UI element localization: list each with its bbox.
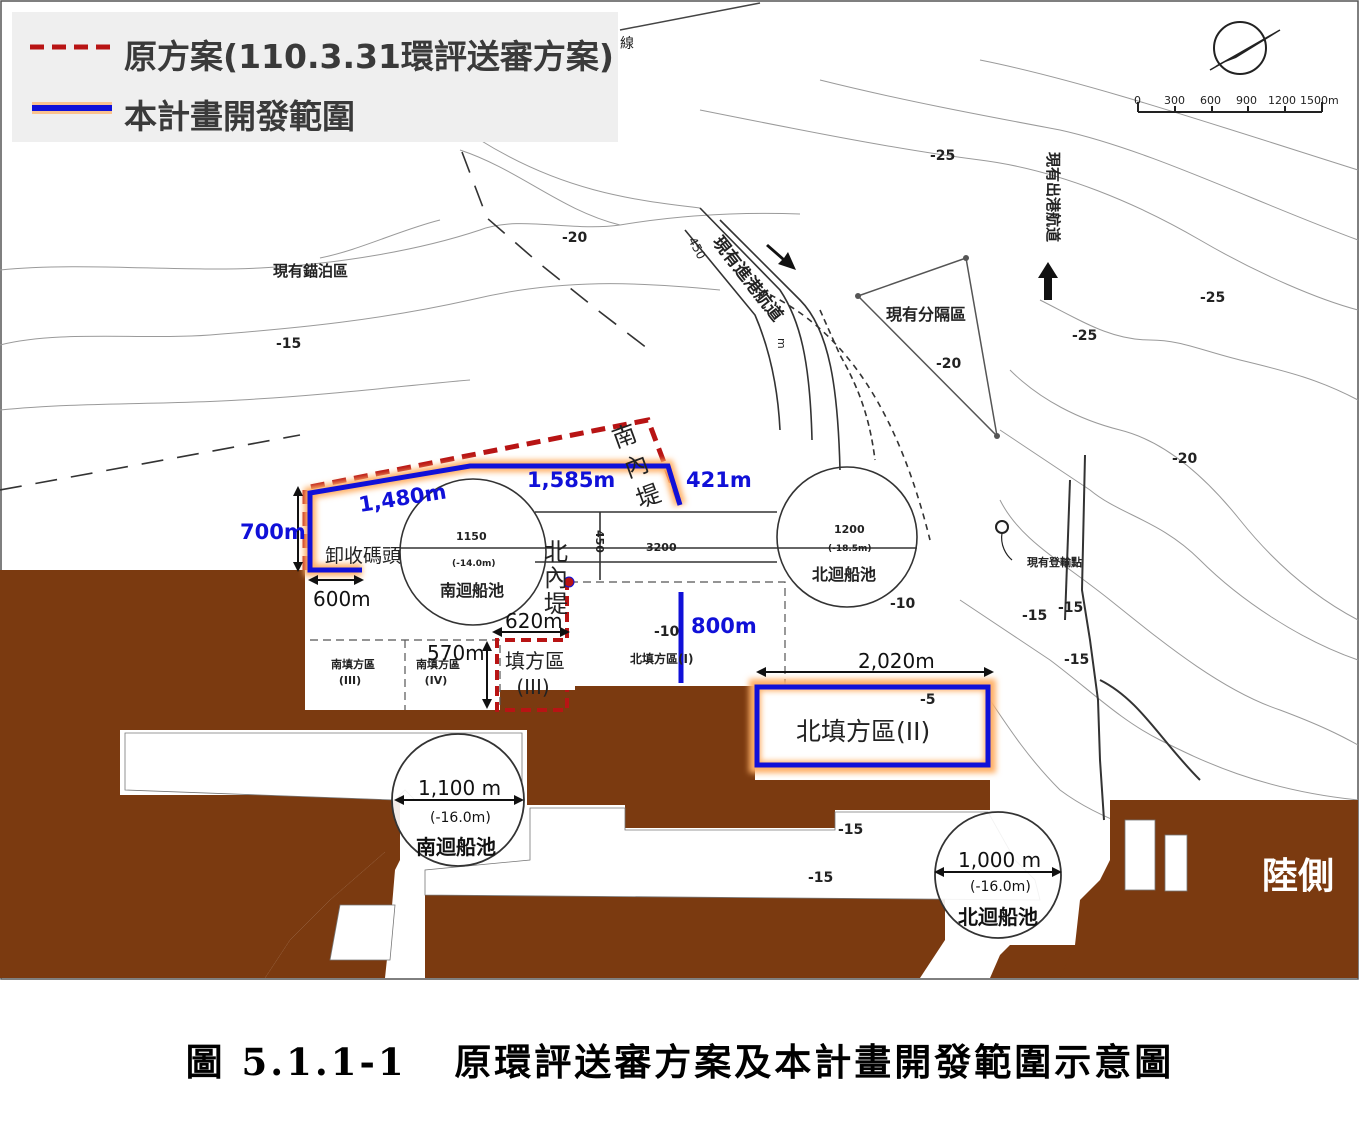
fill-3-label: 填方區 (III) — [505, 649, 565, 699]
separation-zone-label: 現有分隔區 — [886, 305, 966, 324]
breakwater-junction-marker — [563, 576, 575, 588]
inbound-channel-lines — [461, 151, 931, 541]
channel-m-label: m — [775, 338, 788, 349]
landing-pipeline — [1001, 532, 1013, 561]
site-plan-map: 線 450 m — [0, 0, 1359, 980]
depth-label: -25 — [1072, 328, 1097, 344]
depth-label: -15 — [1064, 652, 1089, 668]
south-basin-depth: (-14.0m) — [452, 559, 496, 569]
north-breakwater-label: 內 — [544, 564, 568, 592]
depth-label: -15 — [276, 336, 301, 352]
lower-north-basin-depth: (-16.0m) — [970, 879, 1031, 895]
north-fill-1-label: 北填方區(I) — [630, 651, 693, 666]
span-3200: 3200 — [646, 541, 677, 554]
depth-label: -15 — [1022, 608, 1047, 624]
lower-north-basin-diameter: 1,000 m — [958, 848, 1041, 872]
north-breakwater-label: 堤 — [544, 590, 568, 618]
north-basin-depth: (-18.5m) — [828, 544, 872, 554]
map-legend: 原方案(110.3.31環評送審方案) 本計畫開發範圍 — [12, 12, 618, 142]
existing-anchorage-label: 現有錨泊區 — [273, 262, 348, 280]
depth-contours — [0, 59, 1359, 851]
south-fill-4-label: (IV) — [425, 674, 448, 687]
anchorage-boundary-line — [0, 434, 301, 491]
unloading-wharf-label: 卸收碼頭 — [325, 545, 401, 567]
dim-570: 570m — [427, 641, 485, 665]
channel-direction-arrows — [766, 244, 1058, 300]
facility-labels: 卸收碼頭 南迴船池 北迴船池 北填方區(I) 北填方區(II) — [325, 545, 930, 746]
dim-620: 620m — [505, 609, 563, 633]
lower-north-basin-name: 北迴船池 — [958, 905, 1038, 929]
south-fill-3-label: (III) — [339, 674, 361, 687]
lower-south-basin-diameter: 1,100 m — [418, 776, 501, 800]
landing-point-label: 現有登輸點 — [1027, 555, 1082, 569]
north-fill-2-label: 北填方區(II) — [796, 717, 930, 746]
figure-caption: 圖 5.1.1-1 原環評送審方案及本計畫開發範圍示意圖 — [0, 1032, 1360, 1086]
scale-label: 1200 — [1268, 94, 1296, 107]
separation-zone-dots — [855, 255, 1000, 439]
south-fill-labels: 南填方區 (III) 南填方區 (IV) — [331, 657, 460, 687]
dashed-line-swatch — [30, 44, 110, 50]
north-breakwater-lines — [1064, 454, 1201, 821]
lower-south-basin-depth: (-16.0m) — [430, 810, 491, 826]
fill-zone-outlines — [310, 581, 786, 710]
depth-label: -15 — [838, 822, 863, 838]
outbound-channel-label: 現有出港航道 — [1044, 152, 1062, 242]
figure-title: 原環評送審方案及本計畫開發範圍示意圖 — [454, 1040, 1175, 1084]
south-fill-3-label: 南填方區 — [331, 657, 375, 671]
depth-label: -25 — [930, 148, 955, 164]
basin-dimension-labels: 1150 (-14.0m) 1200 (-18.5m) 3200 450 — [452, 523, 872, 569]
north-basin-label: 北迴船池 — [812, 565, 876, 584]
land-side-label: 陸側 — [1262, 856, 1334, 897]
dim-2020: 2,020m — [858, 649, 935, 673]
depth-label: -10 — [890, 596, 916, 612]
scale-bar-labels: 0 300 600 900 1200 1500m — [1134, 94, 1339, 107]
dimension-arrows — [297, 490, 1058, 873]
scale-label: 600 — [1200, 94, 1221, 107]
svg-text:填方區: 填方區 — [505, 649, 565, 673]
depth-label: -25 — [1200, 290, 1225, 306]
dim-1585: 1,585m — [527, 468, 615, 492]
original-plan-fill-3 — [495, 580, 569, 712]
lower-south-basin-name: 南迴船池 — [416, 835, 496, 859]
depth-label: -15 — [808, 870, 833, 886]
solid-line-swatch — [32, 102, 112, 114]
figure-number: 圖 5.1.1-1 — [185, 1040, 407, 1084]
south-basin-diameter: 1150 — [456, 530, 487, 543]
south-basin-label: 南迴船池 — [440, 581, 504, 600]
black-dimension-labels: 600m 620m 570m 2,020m — [313, 587, 935, 673]
south-fill-4-label: 南填方區 — [416, 657, 460, 671]
dim-421: 421m — [686, 468, 752, 492]
north-arrow-icon — [1209, 21, 1281, 75]
dim-800: 800m — [691, 614, 757, 638]
depth-label: -20 — [1172, 451, 1198, 467]
depth-labels: -25 -20 -15 -25 -25 -20 -20 -15 -10 -10 … — [276, 148, 1225, 886]
landing-point-marker — [995, 520, 1009, 534]
lower-basin-labels: 1,100 m (-16.0m) 南迴船池 1,000 m (-16.0m) 北… — [416, 776, 1041, 929]
dim-700: 700m — [240, 520, 306, 544]
legend-label-original-plan: 原方案(110.3.31環評送審方案) — [124, 37, 615, 76]
svg-text:(III): (III) — [516, 675, 549, 699]
boundary-line — [619, 2, 761, 31]
depth-label: -20 — [936, 356, 962, 372]
north-basin-diameter: 1200 — [834, 523, 865, 536]
scale-label: 1500m — [1300, 94, 1339, 107]
depth-label: -10 — [654, 624, 680, 640]
legend-label-project-boundary: 本計畫開發範圍 — [124, 97, 355, 136]
turning-basins-upper — [399, 466, 918, 626]
depth-label: -5 — [920, 692, 936, 708]
separation-zone — [856, 256, 999, 439]
boundary-line-label: 線 — [620, 36, 634, 52]
scale-label: 300 — [1164, 94, 1185, 107]
scale-label: 900 — [1236, 94, 1257, 107]
span-450: 450 — [593, 530, 606, 553]
north-breakwater-label: 北 — [544, 538, 568, 566]
project-boundary — [307, 463, 991, 768]
dimension-arrowheads — [293, 486, 1062, 877]
depth-label: -15 — [1058, 600, 1083, 616]
scale-bar — [1137, 102, 1323, 113]
caption-gap — [407, 1040, 455, 1084]
scale-label: 0 — [1134, 94, 1141, 107]
depth-label: -20 — [562, 230, 588, 246]
dim-600: 600m — [313, 587, 371, 611]
